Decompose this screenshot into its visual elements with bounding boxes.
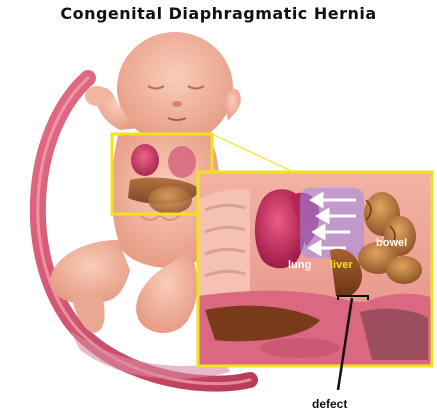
label-liver: liver [330, 259, 353, 271]
label-defect: defect [312, 397, 347, 411]
label-bowel: bowel [376, 237, 407, 249]
label-lung: lung [288, 259, 311, 271]
inset-panel [198, 172, 432, 366]
